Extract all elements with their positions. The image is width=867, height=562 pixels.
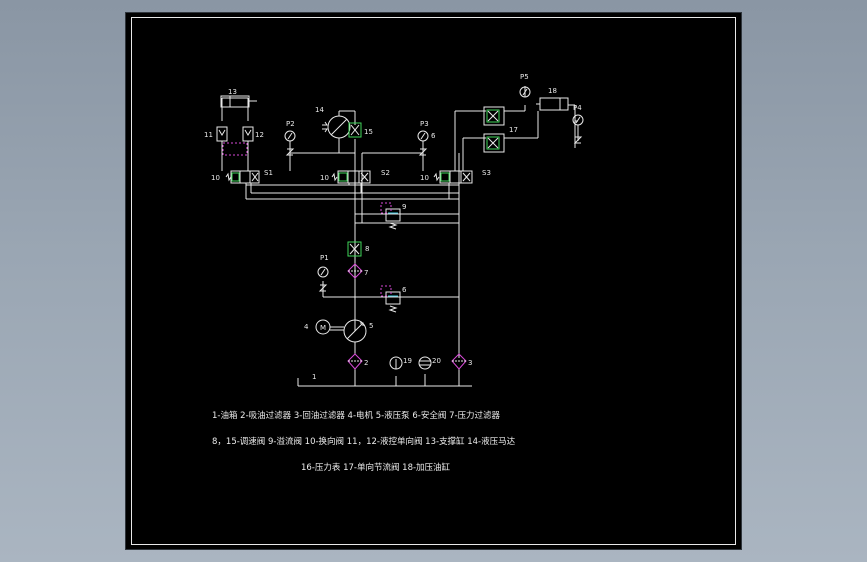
speed-control-valve-15 bbox=[348, 122, 362, 138]
label-10-left: 10 bbox=[211, 174, 220, 182]
directional-valve-left bbox=[225, 170, 260, 184]
label-p4: P4 bbox=[573, 104, 582, 112]
pipe-network bbox=[221, 86, 578, 387]
safety-valve-6 bbox=[380, 285, 401, 313]
label-6: 6 bbox=[402, 286, 407, 294]
drawing-sheet: 13 11 12 14 15 P2 P3 6 P5 18 P4 17 10 S1… bbox=[126, 13, 741, 549]
thermometer-19 bbox=[389, 356, 403, 370]
pressurizing-cylinder-18 bbox=[536, 97, 569, 111]
label-18: 18 bbox=[548, 87, 557, 95]
label-s2: S2 bbox=[381, 169, 390, 177]
label-motor-symbol: M bbox=[320, 324, 326, 332]
component-labels: 13 11 12 14 15 P2 P3 6 P5 18 P4 17 10 S1… bbox=[204, 73, 582, 381]
legend: 1-油箱 2-吸油过滤器 3-回油过滤器 4-电机 5-液压泵 6-安全阀 7-… bbox=[212, 410, 516, 473]
label-6-top: 6 bbox=[431, 132, 436, 140]
hydraulic-schematic: 13 11 12 14 15 P2 P3 6 P5 18 P4 17 10 S1… bbox=[204, 73, 584, 473]
label-p5: P5 bbox=[520, 73, 529, 81]
label-p3: P3 bbox=[420, 120, 429, 128]
label-9: 9 bbox=[402, 203, 406, 211]
return-filter-3 bbox=[451, 353, 467, 370]
speed-control-valve-8 bbox=[347, 241, 362, 257]
label-1: 1 bbox=[312, 373, 316, 381]
label-7: 7 bbox=[364, 269, 368, 277]
throttle-valve-17-lower bbox=[483, 133, 505, 153]
drawing-border bbox=[131, 17, 736, 545]
label-10-right: 10 bbox=[420, 174, 429, 182]
overflow-valve-9 bbox=[380, 202, 401, 230]
label-p2: P2 bbox=[286, 120, 295, 128]
pilot-check-valve-12 bbox=[242, 126, 254, 142]
label-14: 14 bbox=[315, 106, 324, 114]
pressure-gauge-p3 bbox=[417, 130, 429, 156]
legend-line-3: 16-压力表 17-单向节流阀 18-加压油缸 bbox=[301, 462, 451, 473]
pilot-check-valve-11 bbox=[216, 126, 228, 142]
pressure-gauge-p1 bbox=[317, 266, 329, 292]
label-5: 5 bbox=[369, 322, 373, 330]
label-s1: S1 bbox=[264, 169, 273, 177]
electric-motor-4 bbox=[315, 319, 344, 335]
label-20: 20 bbox=[432, 357, 441, 365]
pressure-gauge-p5 bbox=[519, 86, 531, 98]
support-cylinder-13 bbox=[220, 95, 257, 108]
suction-filter-2 bbox=[347, 342, 363, 370]
label-4: 4 bbox=[304, 323, 309, 331]
level-gauge-20 bbox=[418, 356, 432, 370]
label-p1: P1 bbox=[320, 254, 329, 262]
pressure-gauge-p2 bbox=[284, 130, 296, 156]
hydraulic-motor-14 bbox=[322, 111, 351, 143]
label-8: 8 bbox=[365, 245, 369, 253]
label-10-middle: 10 bbox=[320, 174, 329, 182]
label-2: 2 bbox=[364, 359, 368, 367]
pilot-line-box bbox=[222, 142, 248, 156]
directional-valve-middle bbox=[331, 170, 371, 184]
label-19: 19 bbox=[403, 357, 412, 365]
label-12: 12 bbox=[255, 131, 264, 139]
label-15: 15 bbox=[364, 128, 373, 136]
label-17: 17 bbox=[509, 126, 518, 134]
directional-valve-right bbox=[433, 170, 473, 184]
label-3: 3 bbox=[468, 359, 472, 367]
throttle-valve-17-upper bbox=[483, 106, 505, 126]
label-13: 13 bbox=[228, 88, 237, 96]
legend-line-1: 1-油箱 2-吸油过滤器 3-回油过滤器 4-电机 5-液压泵 6-安全阀 7-… bbox=[212, 410, 501, 421]
pressure-gauge-p4 bbox=[572, 114, 584, 144]
legend-line-2: 8，15-调速阀 9-溢流阀 10-换向阀 11，12-液控单向阀 13-支撑缸… bbox=[212, 436, 516, 447]
label-s3: S3 bbox=[482, 169, 491, 177]
label-11: 11 bbox=[204, 131, 213, 139]
pressure-filter-7 bbox=[347, 263, 363, 279]
